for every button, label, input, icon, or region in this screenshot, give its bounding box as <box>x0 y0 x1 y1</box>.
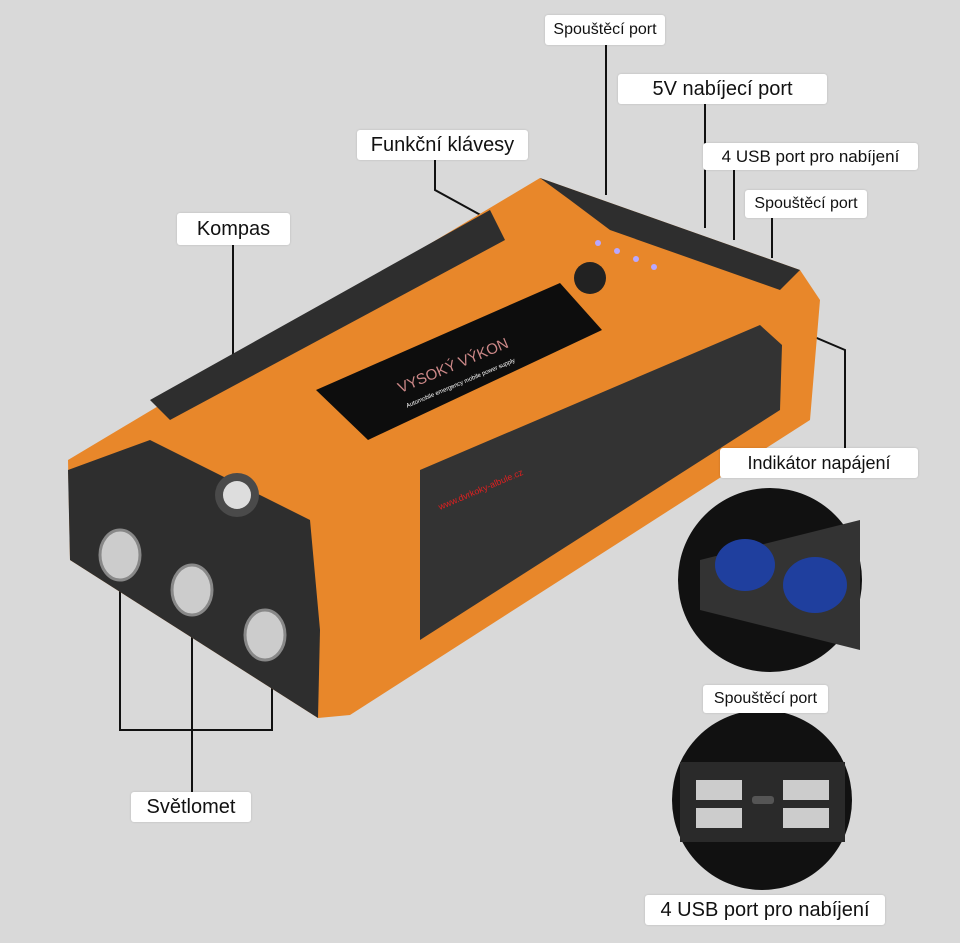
label-5v-charging-port: 5V nabíjecí port <box>618 74 827 104</box>
function-button <box>574 262 606 294</box>
trigger-port-inset <box>678 488 862 672</box>
label-usb-ports-inset: 4 USB port pro nabíjení <box>645 895 885 925</box>
label-power-indicator: Indikátor napájení <box>720 448 918 478</box>
brand-plate <box>316 283 602 440</box>
label-trigger-port-side: Spouštěcí port <box>745 190 867 218</box>
label-trigger-port-inset: Spouštěcí port <box>703 685 828 713</box>
usb-ports-inset <box>672 710 852 890</box>
label-function-keys: Funkční klávesy <box>357 130 528 160</box>
power-bank-device: VYSOKÝ VÝKON Automobile emergency mobile… <box>68 178 820 718</box>
label-usb-ports-top: 4 USB port pro nabíjení <box>703 143 918 170</box>
label-headlight: Světlomet <box>131 792 251 822</box>
label-trigger-port-top: Spouštěcí port <box>545 15 665 45</box>
label-compass: Kompas <box>177 213 290 245</box>
power-indicator-leds <box>595 240 657 270</box>
headlight-leds <box>98 528 287 662</box>
